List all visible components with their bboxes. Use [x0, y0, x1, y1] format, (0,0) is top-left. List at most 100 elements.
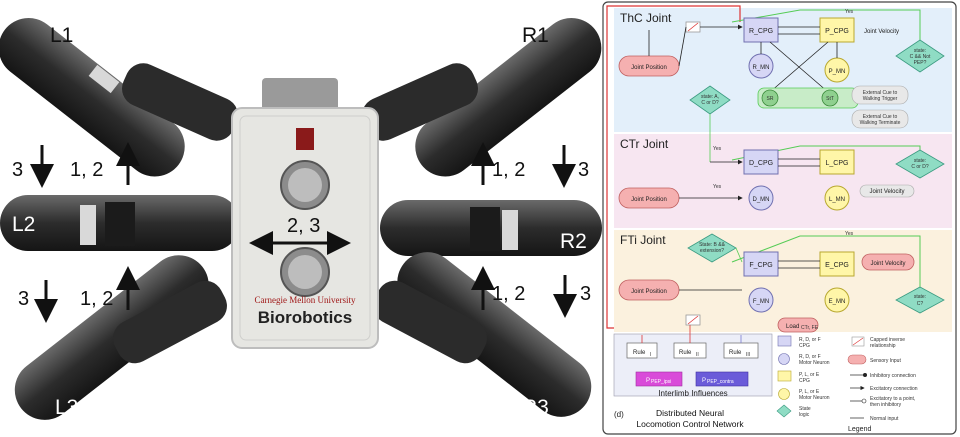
pep-contra-box [695, 371, 749, 387]
f-mn-label: F_MN [753, 299, 769, 305]
leg-r2 [380, 200, 602, 256]
arrow-label-left-lower-up: 1, 2 [80, 288, 113, 310]
legend-title: Legend [848, 426, 871, 433]
state-b-extension-diamond [687, 233, 737, 263]
caption-line-1: Distributed Neural [656, 408, 724, 418]
joint-velocity-ctr: Joint Velocity [869, 189, 904, 195]
leg-label-l2: L2 [12, 213, 35, 236]
svg-text:logic: logic [799, 412, 810, 418]
p-mn-label: P_MN [829, 69, 846, 75]
arrow-label-body: 2, 3 [287, 215, 320, 237]
r-cpg-label: R_CPG [749, 28, 773, 35]
svg-text:P, L, or E: P, L, or E [799, 372, 820, 378]
svg-text:Walking Trigger: Walking Trigger [863, 96, 898, 102]
arrow-label-left-lower-down: 3 [18, 288, 29, 310]
e-cpg-label: E_CPG [825, 262, 849, 269]
caption-line-2: Locomotion Control Network [636, 419, 744, 429]
arrow-label-left-upper-up: 1, 2 [70, 159, 103, 181]
motion-annotations: 3 1, 2 1, 2 3 3 1, 2 1, 2 3 2, 3 [12, 142, 591, 323]
svg-text:State: State [799, 406, 811, 412]
arrow-label-left-upper-down: 3 [12, 159, 23, 181]
e-mn-node [824, 287, 850, 313]
svg-text:R, D, or F: R, D, or F [799, 337, 821, 343]
leg-r1 [362, 17, 602, 177]
l-mn-node [824, 185, 850, 211]
state-c-or-d-diamond [895, 149, 945, 179]
svg-text:Motor Neuron: Motor Neuron [799, 395, 830, 401]
university-label: Carnegie Mellon University [255, 295, 356, 305]
svg-text:Motor Neuron: Motor Neuron [799, 360, 830, 366]
state-c-diamond [895, 286, 945, 314]
svg-text:Inhibitory connection: Inhibitory connection [870, 373, 916, 379]
svg-text:state:: state: [914, 48, 926, 54]
svg-text:Excitatory to a point,: Excitatory to a point, [870, 396, 915, 402]
leg-label-l3: L3 [55, 396, 78, 419]
svg-text:CPG: CPG [799, 343, 810, 349]
svg-text:State: B &&: State: B && [699, 242, 726, 248]
svg-text:II: II [696, 352, 699, 358]
arrow-label-right-lower-up: 1, 2 [492, 283, 525, 305]
f-cpg-box [743, 251, 779, 277]
svg-text:External Cue to: External Cue to [863, 114, 898, 120]
svg-text:C or D?: C or D? [911, 164, 928, 170]
d-cpg-box [743, 149, 779, 175]
svg-text:R, D, or F: R, D, or F [799, 354, 821, 360]
biorobotics-logo [296, 128, 314, 150]
leg-r3 [373, 252, 592, 417]
svg-text:Excitatory connection: Excitatory connection [870, 386, 918, 392]
pep-ipsi-box [635, 371, 683, 387]
f-mn-node [748, 287, 774, 313]
arrow-label-right-upper-up: 1, 2 [492, 159, 525, 181]
control-network-diagram: ThC Joint CTr Joint FTi Joint Yes Yes Ye… [602, 1, 957, 435]
leg-l3 [14, 255, 227, 420]
svg-text:Capped inverse: Capped inverse [870, 337, 905, 343]
svg-text:PEP_ipsi: PEP_ipsi [651, 379, 671, 385]
svg-text:relationship: relationship [870, 343, 896, 349]
d-mn-node [748, 185, 774, 211]
p-cpg-label: P_CPG [825, 28, 849, 35]
yes-label: Yes [713, 184, 722, 190]
caption-tag: (d) [614, 410, 624, 419]
leg-l2 [0, 195, 240, 251]
e-cpg-box [819, 251, 855, 277]
svg-text:Walking Terminate: Walking Terminate [860, 120, 901, 126]
lab-label: Biorobotics [258, 308, 352, 327]
svg-text:P: P [702, 378, 706, 384]
sr-node [761, 89, 779, 107]
svg-text:PEP?: PEP? [914, 60, 927, 66]
leg-label-r2: R2 [560, 230, 587, 253]
legend-cpg-rdf-icon [777, 335, 792, 347]
legend-state-logic-icon [776, 404, 792, 418]
l-cpg-label: L_CPG [826, 160, 849, 167]
yes-label: Yes [713, 146, 722, 152]
l-mn-label: L_MN [829, 197, 845, 203]
svg-text:Sensory Input: Sensory Input [870, 358, 901, 364]
svg-text:I: I [650, 352, 651, 358]
load-label: Load [786, 324, 799, 330]
svg-text:extension?: extension? [700, 248, 724, 254]
joint-position-label: Joint Position [631, 65, 667, 71]
leg-label-r1: R1 [522, 24, 549, 47]
svg-text:PEP_contra: PEP_contra [707, 379, 734, 385]
svg-text:P, L, or E: P, L, or E [799, 389, 820, 395]
section-title-fti: FTi Joint [620, 233, 666, 247]
legend-mn-ple-icon [778, 388, 790, 400]
yes-label: Yes [845, 9, 854, 15]
svg-text:Normal input: Normal input [870, 416, 899, 422]
load-subscript: CTr, FE [801, 325, 819, 331]
l-cpg-box [819, 149, 855, 175]
state-c-not-pep-diamond [895, 39, 945, 73]
stt-node [821, 89, 839, 107]
joint-position-label: Joint Position [631, 289, 667, 295]
svg-text:C or D?: C or D? [701, 100, 718, 106]
legend-cpg-ple-icon [777, 370, 792, 382]
svg-text:state: A,: state: A, [701, 94, 719, 100]
interlimb-title: Interlimb Influences [658, 389, 727, 398]
r-mn-label: R_MN [752, 65, 769, 71]
sensory-load [777, 317, 819, 333]
svg-text:CPG: CPG [799, 378, 810, 384]
joint-position-label: Joint Position [631, 197, 667, 203]
joint-velocity-thc: Joint Velocity [864, 29, 899, 35]
leg-label-r3: R3 [522, 396, 549, 419]
